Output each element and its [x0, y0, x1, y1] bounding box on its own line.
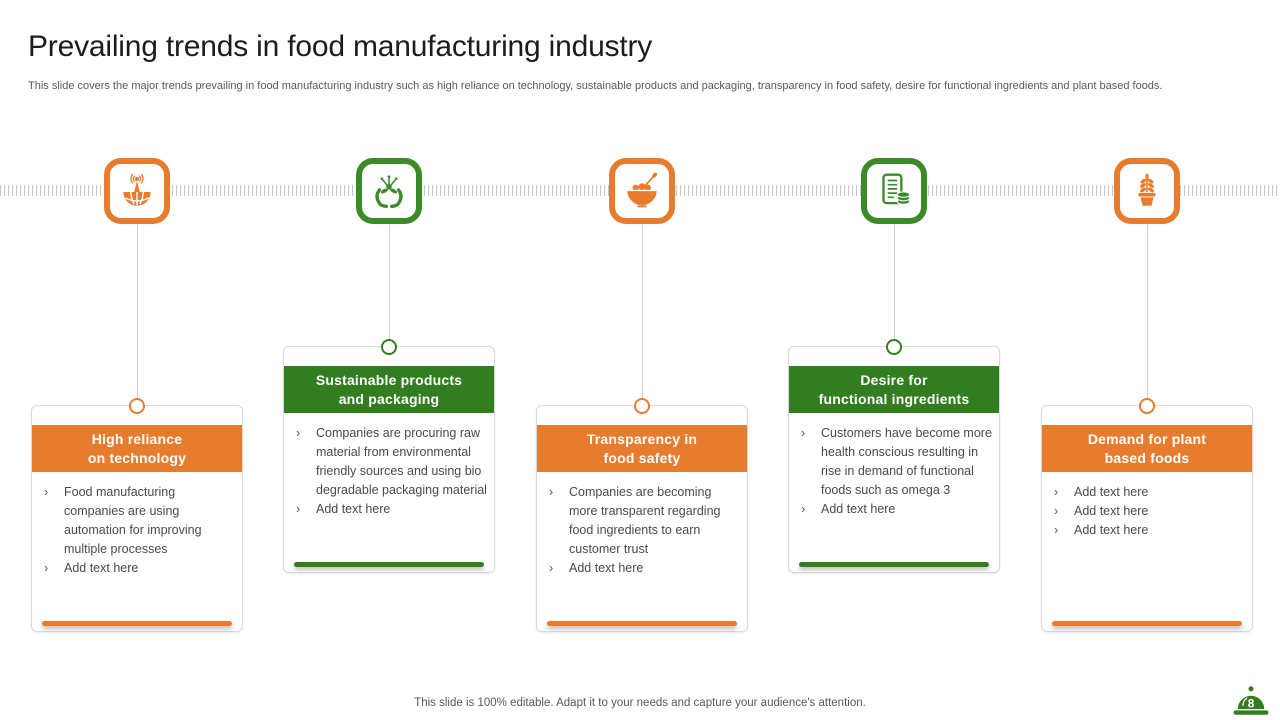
card-title-line: Sustainable products [315, 371, 463, 388]
accent-bar [294, 562, 484, 567]
trend-card-plant-based: Demand for plant based foods › Add text h… [1041, 398, 1253, 632]
bullet-item: › Add text here [44, 559, 236, 578]
bullet-item: › Add text here [549, 559, 741, 578]
bullet-item: › Add text here [1054, 483, 1246, 502]
bullet-text: Companies are procuring raw material fro… [316, 426, 487, 497]
hands-sprout-icon [375, 175, 403, 208]
connector-dot [634, 398, 650, 414]
trend-card-transparency: Transparency in food safety › Companies a… [536, 398, 748, 632]
accent-bar [799, 562, 989, 567]
connector-dot [886, 339, 902, 355]
card-bullet-list: › Companies are procuring raw material fr… [284, 413, 494, 519]
page-number: 8 [1248, 697, 1255, 711]
connector-dot [129, 398, 145, 414]
card-bullet-list: › Add text here › Add text here › Add text he… [1042, 472, 1252, 540]
bullet-text: Add text here [821, 502, 896, 516]
bullet-text: Add text here [64, 561, 139, 575]
trend-card-functional-ingredients: Desire for functional ingredients › Custo… [788, 339, 1000, 573]
bullet-marker: › [44, 561, 49, 575]
trend-card-technology: High reliance on technology › Food manufa… [31, 398, 243, 632]
card-title: High reliance on technology [32, 425, 242, 472]
card-title-line: Desire for [860, 371, 928, 388]
bullet-marker: › [801, 426, 806, 440]
bullet-item: › Companies are becoming more transparent… [549, 483, 741, 559]
connector-line [1146, 224, 1148, 405]
bullet-item: › Add text here [296, 500, 488, 519]
bullet-item: › Companies are procuring raw material fr… [296, 424, 488, 500]
bullet-item: › Add text here [801, 500, 993, 519]
connector-line [136, 224, 138, 405]
bullet-item: › Add text here [1054, 521, 1246, 540]
bullet-text: Add text here [1074, 485, 1149, 499]
trend-icon-tile [861, 158, 927, 224]
trend-card-sustainability: Sustainable products and packaging › Comp… [283, 339, 495, 573]
card-title-line: food safety [603, 449, 681, 466]
card-title-line: and packaging [338, 390, 440, 407]
trend-icon-tile [104, 158, 170, 224]
connector-line [893, 224, 895, 346]
footer-note: This slide is 100% editable. Adapt it to… [414, 697, 866, 709]
card-title-line: Transparency in [586, 430, 698, 447]
trend-column-functional-ingredients: Desire for functional ingredients › Custo… [788, 158, 1000, 573]
bullet-text: Add text here [316, 502, 391, 516]
card-bullet-list: › Food manufacturing companies are using … [32, 472, 242, 578]
card-title-line: functional ingredients [818, 390, 970, 407]
bullet-item: › Customers have become more health consc… [801, 424, 993, 500]
card-title-line: based foods [1104, 449, 1190, 466]
ingredients-document-icon [882, 173, 911, 205]
bullet-marker: › [1054, 504, 1059, 518]
trend-icon-tile [1114, 158, 1180, 224]
trend-column-plant-based: Demand for plant based foods › Add text h… [1041, 158, 1253, 632]
bullet-marker: › [296, 502, 301, 516]
card-title-line: Demand for plant [1087, 430, 1207, 447]
trend-icon-tile [356, 158, 422, 224]
bullet-marker: › [1054, 523, 1059, 537]
card-bullet-list: › Customers have become more health consc… [789, 413, 999, 519]
card-title: Sustainable products and packaging [284, 366, 494, 413]
page-title: Prevailing trends in food manufacturing … [28, 30, 653, 63]
trend-column-transparency: Transparency in food safety › Companies a… [536, 158, 748, 632]
cloche-icon: 8 [1233, 686, 1269, 715]
card-title-line: on technology [87, 449, 187, 466]
connector-dot [381, 339, 397, 355]
bullet-item: › Food manufacturing companies are using … [44, 483, 236, 559]
bullet-marker: › [801, 502, 806, 516]
bullet-marker: › [1054, 485, 1059, 499]
connector-dot [1139, 398, 1155, 414]
bullet-text: Food manufacturing companies are using a… [64, 485, 202, 556]
card-title-line: High reliance [91, 430, 183, 447]
connector-line [388, 224, 390, 346]
accent-bar [1052, 621, 1242, 626]
card-bullet-list: › Companies are becoming more transparent… [537, 472, 747, 578]
bullet-text: Add text here [1074, 523, 1149, 537]
card-title: Desire for functional ingredients [789, 366, 999, 413]
broadcast-globe-icon [123, 173, 151, 206]
card-title: Demand for plant based foods [1042, 425, 1252, 472]
bullet-marker: › [296, 426, 301, 440]
trend-icon-tile [609, 158, 675, 224]
bullet-marker: › [549, 561, 554, 575]
accent-bar [547, 621, 737, 626]
bullet-marker: › [44, 485, 49, 499]
connector-line [641, 224, 643, 405]
trend-column-technology: High reliance on technology › Food manufa… [31, 158, 243, 632]
bullet-text: Customers have become more health consci… [821, 426, 992, 497]
bullet-item: › Add text here [1054, 502, 1246, 521]
slide-description: This slide covers the major trends preva… [28, 80, 1163, 92]
potted-plant-icon [1138, 173, 1156, 206]
card-title: Transparency in food safety [537, 425, 747, 472]
trend-column-sustainability: Sustainable products and packaging › Comp… [283, 158, 495, 573]
page-number-badge: 8 [1230, 683, 1272, 717]
accent-bar [42, 621, 232, 626]
bullet-text: Add text here [1074, 504, 1149, 518]
food-bowl-icon [627, 172, 658, 208]
bullet-text: Add text here [569, 561, 644, 575]
bullet-text: Companies are becoming more transparent … [569, 485, 721, 556]
bullet-marker: › [549, 485, 554, 499]
